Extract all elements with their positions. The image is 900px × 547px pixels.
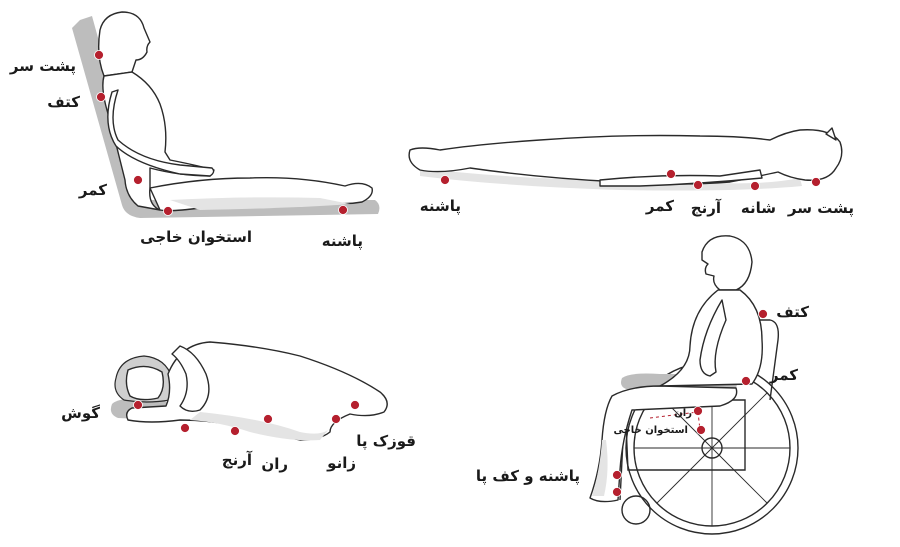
dot-reclining-sacrum	[163, 206, 173, 216]
side-face	[125, 365, 165, 401]
dot-side-thigh	[263, 414, 273, 424]
side-body-shade	[190, 412, 328, 441]
label-reclining-sacrum: استخوان خاجی	[140, 228, 252, 246]
pressure-points	[94, 50, 821, 497]
label-supine-shoulder-blade: شانه	[741, 199, 776, 217]
label-wheelchair-sacrum: استخوان خاجی	[613, 425, 688, 436]
label-reclining-heel: پاشنه	[322, 232, 363, 251]
wheelchair-leg	[589, 385, 738, 503]
dot-wheelchair-foot	[612, 487, 622, 497]
wheelchair-head	[701, 235, 753, 291]
dot-side-ear	[133, 400, 143, 410]
dot-wheelchair-shoulder	[758, 309, 768, 319]
label-reclining-shoulder: کتف	[47, 93, 80, 111]
dot-wheelchair-sacrum	[696, 425, 706, 435]
dot-wheelchair-thigh	[693, 406, 703, 416]
label-supine-heel: پاشنه	[420, 197, 461, 216]
dot-reclining-shoulder	[96, 92, 106, 102]
label-side-knee: زانو	[326, 454, 356, 472]
label-reclining-occiput: پشت سر	[9, 57, 76, 76]
label-side-thigh: ران	[261, 455, 288, 473]
wheelchair-leg-shade	[592, 440, 608, 496]
dot-supine-shoulder-blade	[750, 181, 760, 191]
supine-figure	[408, 127, 843, 191]
dot-reclining-heel	[338, 205, 348, 215]
dot-supine-heel	[440, 175, 450, 185]
dot-wheelchair-lower-back	[741, 376, 751, 386]
dot-reclining-lower-back	[133, 175, 143, 185]
side-arm	[171, 345, 210, 413]
wheelchair-caster	[621, 495, 651, 525]
reclining-leg-shade	[170, 197, 350, 210]
dot-side-knee	[331, 414, 341, 424]
label-side-ear: گوش	[61, 404, 100, 422]
dot-supine-lower-back	[666, 169, 676, 179]
dot-supine-elbow	[693, 180, 703, 190]
dot-side-elbow-2	[230, 426, 240, 436]
supine-arm	[599, 169, 763, 187]
label-reclining-lower-back: کمر	[78, 181, 107, 199]
label-side-elbow: آرنج	[222, 451, 253, 469]
supine-body	[408, 129, 843, 185]
label-wheelchair-lower-back: کمر	[769, 366, 798, 384]
reclining-figure	[72, 11, 380, 218]
wheelchair-arm	[699, 299, 727, 377]
dot-wheelchair-heel	[612, 470, 622, 480]
side-lying-figure	[110, 341, 388, 441]
label-supine-occiput: پشت سر	[787, 199, 854, 218]
dot-side-ankle	[350, 400, 360, 410]
reclining-head	[97, 11, 151, 77]
label-wheelchair-thigh: ران	[674, 408, 692, 419]
dot-supine-occiput	[811, 177, 821, 187]
label-supine-elbow: آرنج	[691, 199, 722, 217]
label-wheelchair-shoulder: کتف	[776, 303, 809, 321]
label-wheelchair-heel-foot: پاشنه و کف پا	[476, 467, 580, 486]
wheelchair-spokes	[634, 370, 790, 526]
dot-reclining-occiput	[94, 50, 104, 60]
wheelchair-figure	[589, 235, 799, 535]
label-supine-lower-back: کمر	[645, 197, 674, 215]
supine-under-shade	[420, 168, 802, 191]
reclining-arm	[107, 89, 215, 177]
dot-side-elbow	[180, 423, 190, 433]
label-side-ankle: قوزک پا	[356, 432, 416, 451]
supine-face	[825, 127, 837, 141]
